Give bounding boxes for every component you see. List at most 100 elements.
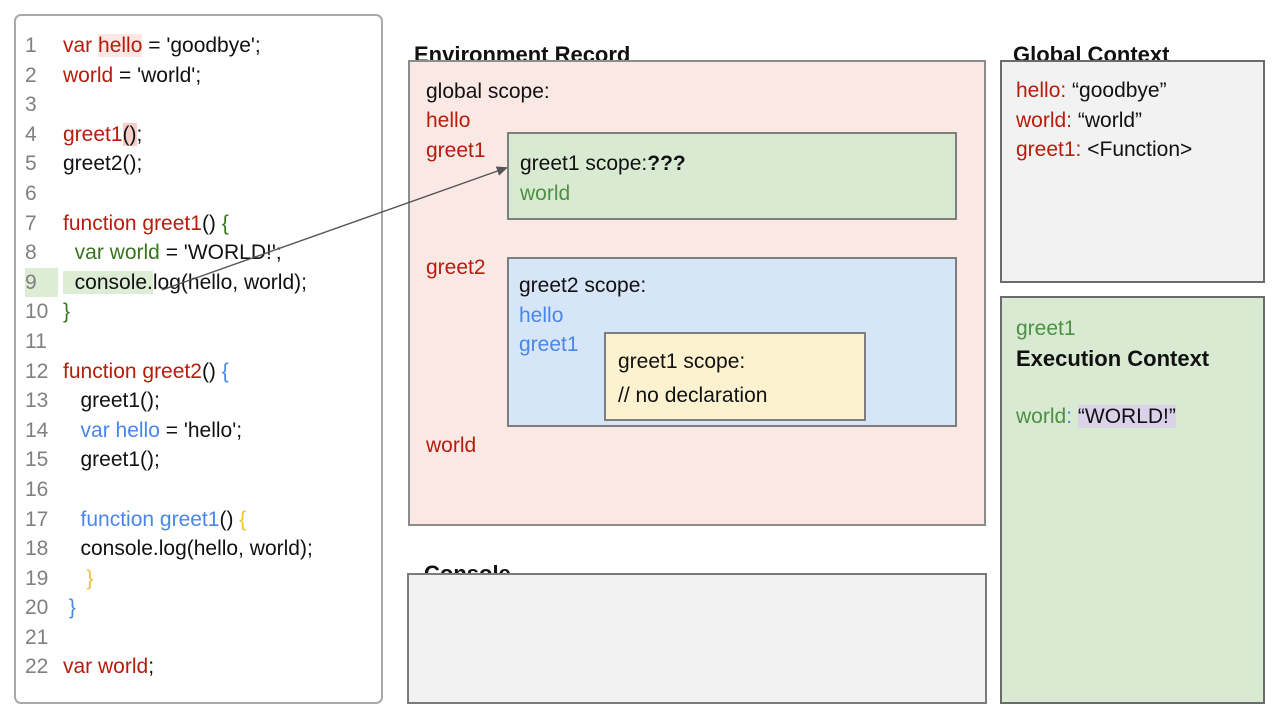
- code-text: function greet2() {: [63, 360, 229, 383]
- line-number: 20: [25, 596, 49, 620]
- context-entry-world: world: “world”: [1016, 108, 1143, 132]
- code-line: 12 function greet2() {: [16, 357, 381, 387]
- execution-context-box: greet1 Execution Context world: “WORLD!”: [1000, 296, 1265, 704]
- code-token: function greet1: [80, 507, 220, 531]
- code-text: var hello = 'hello';: [63, 418, 243, 442]
- code-token: greet1();: [63, 389, 160, 413]
- code-line: 5 greet2();: [16, 149, 381, 179]
- code-line: 15 greet1();: [16, 445, 381, 475]
- code-token: greet1: [63, 122, 123, 146]
- greet1-scope-var-world: world: [520, 182, 571, 205]
- execution-context-fn-name: greet1: [1016, 317, 1076, 340]
- code-text: }: [63, 596, 76, 619]
- line-number: 19: [25, 566, 49, 590]
- code-line: 17 function greet1() {: [16, 505, 381, 535]
- line-number: 21: [25, 625, 49, 649]
- code-text: greet2();: [63, 152, 142, 175]
- world-value-highlight: “WORLD!”: [1077, 405, 1176, 429]
- code-line: 11: [16, 327, 381, 357]
- code-token: hello: [98, 34, 143, 57]
- code-text: console.log(hello, world);: [63, 537, 313, 560]
- code-token: var world: [63, 655, 149, 679]
- code-text: var world = 'WORLD!';: [63, 241, 282, 264]
- inner-greet1-scope-label: greet1 scope:: [618, 350, 746, 373]
- line-number: 2: [25, 63, 37, 87]
- spacer: [1016, 373, 1263, 402]
- line-number: 9: [25, 267, 58, 298]
- code-text: console.log(hello, world);: [63, 270, 307, 294]
- context-entry-greet1: greet1: <Function>: [1016, 138, 1193, 162]
- env-var-hello: hello: [426, 109, 471, 132]
- code-line: 14 var hello = 'hello';: [16, 416, 381, 446]
- greet1-scope-label: greet1 scope:???: [520, 152, 686, 175]
- code-line: 16: [16, 475, 381, 505]
- code-token: (): [201, 211, 222, 235]
- code-line: 1 var hello = 'goodbye';: [16, 31, 381, 61]
- execution-context-entry-world: world: “WORLD!”: [1016, 405, 1176, 429]
- line-number: 12: [25, 359, 49, 383]
- code-token: greet2();: [63, 152, 143, 176]
- code-token: }: [63, 300, 71, 324]
- code-text: function greet1() {: [63, 212, 229, 235]
- line-number: 11: [25, 329, 47, 353]
- code-text: greet1();: [63, 448, 160, 471]
- code-token: }: [68, 596, 76, 620]
- global-context-box: hello: “goodbye” world: “world” greet1: …: [1000, 60, 1265, 283]
- code-text: function greet1() {: [63, 507, 247, 531]
- line-number: 5: [25, 152, 37, 176]
- code-line: 19 }: [16, 564, 381, 594]
- env-var-greet1: greet1: [426, 139, 486, 162]
- code-token: [63, 508, 81, 531]
- line-number: 10: [25, 300, 49, 324]
- code-line: 18 console.log(hello, world);: [16, 534, 381, 564]
- code-line: 7 function greet1() {: [16, 209, 381, 239]
- global-scope-label: global scope:: [426, 80, 550, 103]
- env-var-greet2: greet2: [426, 256, 486, 279]
- line-number: 1: [25, 34, 37, 57]
- code-token: ;: [148, 655, 155, 679]
- line-number: 13: [25, 389, 49, 413]
- code-token: greet1();: [63, 448, 160, 472]
- code-text: var hello = 'goodbye';: [63, 34, 261, 57]
- unknown-question-marks: ???: [647, 152, 686, 175]
- code-text: greet1();: [63, 389, 160, 412]
- inner-greet1-scope-box: greet1 scope: // no declaration: [604, 332, 866, 421]
- code-token: [63, 241, 75, 264]
- line-number: 17: [25, 507, 49, 531]
- line-number: 3: [25, 93, 37, 117]
- code-line: 13 greet1();: [16, 386, 381, 416]
- code-token: (): [122, 122, 137, 146]
- code-token: [63, 419, 81, 442]
- line-number: 14: [25, 418, 49, 442]
- code-text: }: [63, 567, 93, 590]
- console-output-box: [407, 573, 987, 704]
- code-token: world: [63, 63, 114, 87]
- code-line: 10}: [16, 297, 381, 327]
- code-token: console.log(hello, world);: [63, 537, 313, 561]
- code-token: console.: [63, 270, 153, 294]
- line-number: 6: [25, 181, 37, 205]
- code-token: {: [221, 211, 229, 235]
- code-line: 21: [16, 623, 381, 653]
- code-token: function greet2: [63, 359, 202, 383]
- code-token: {: [239, 507, 247, 531]
- line-number: 7: [25, 211, 37, 235]
- greet2-scope-label: greet2 scope:: [519, 274, 647, 297]
- code-token: [63, 567, 86, 590]
- code-token: var hello: [80, 418, 160, 442]
- line-number: 16: [25, 477, 49, 501]
- greet1-scope-box: greet1 scope:??? world: [507, 132, 957, 220]
- code-token: {: [221, 359, 229, 383]
- code-line: 6: [16, 179, 381, 209]
- code-line: 8 var world = 'WORLD!';: [16, 238, 381, 268]
- line-number: 4: [25, 122, 37, 146]
- code-token: = 'hello';: [159, 418, 243, 442]
- line-number: 8: [25, 241, 37, 265]
- env-var-world: world: [426, 434, 477, 457]
- code-token: = 'WORLD!';: [159, 241, 282, 265]
- code-text: }: [63, 300, 70, 323]
